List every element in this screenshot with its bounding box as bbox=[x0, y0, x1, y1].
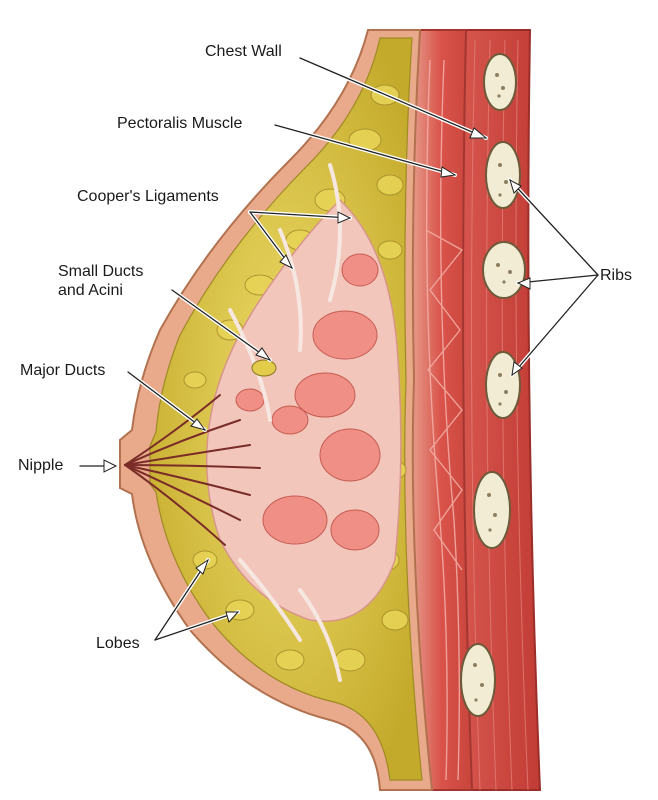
label-small-ducts-line1: Small Ducts bbox=[58, 263, 144, 280]
rib-bones bbox=[460, 53, 526, 717]
label-nipple: Nipple bbox=[18, 457, 64, 474]
rib-marrow-speckles bbox=[473, 73, 512, 702]
pectoralis-fibers bbox=[425, 59, 464, 781]
major-ducts-lines bbox=[124, 394, 261, 546]
coopers-ligament-lines bbox=[228, 163, 342, 682]
label-ribs: Ribs bbox=[600, 267, 633, 284]
rib-4 bbox=[485, 351, 521, 419]
rib-3 bbox=[482, 241, 526, 299]
label-major-ducts: Major Ducts bbox=[20, 362, 106, 379]
rib-2 bbox=[485, 141, 521, 209]
callout-lines-inner bbox=[79, 57, 599, 641]
lobule-clusters bbox=[235, 253, 381, 551]
label-coopers-ligaments: Cooper's Ligaments bbox=[77, 188, 219, 205]
acini-cluster bbox=[251, 359, 277, 377]
label-small-ducts: Small Ducts and Acini bbox=[58, 262, 143, 300]
rib-5 bbox=[473, 471, 511, 549]
label-pectoralis-muscle: Pectoralis Muscle bbox=[117, 115, 243, 132]
rib-6 bbox=[460, 643, 496, 717]
label-small-ducts-line2: and Acini bbox=[58, 282, 123, 299]
rib-1 bbox=[483, 53, 517, 111]
label-chest-wall: Chest Wall bbox=[205, 43, 282, 60]
callout-arrowheads bbox=[103, 127, 531, 623]
label-lobes: Lobes bbox=[96, 635, 140, 652]
